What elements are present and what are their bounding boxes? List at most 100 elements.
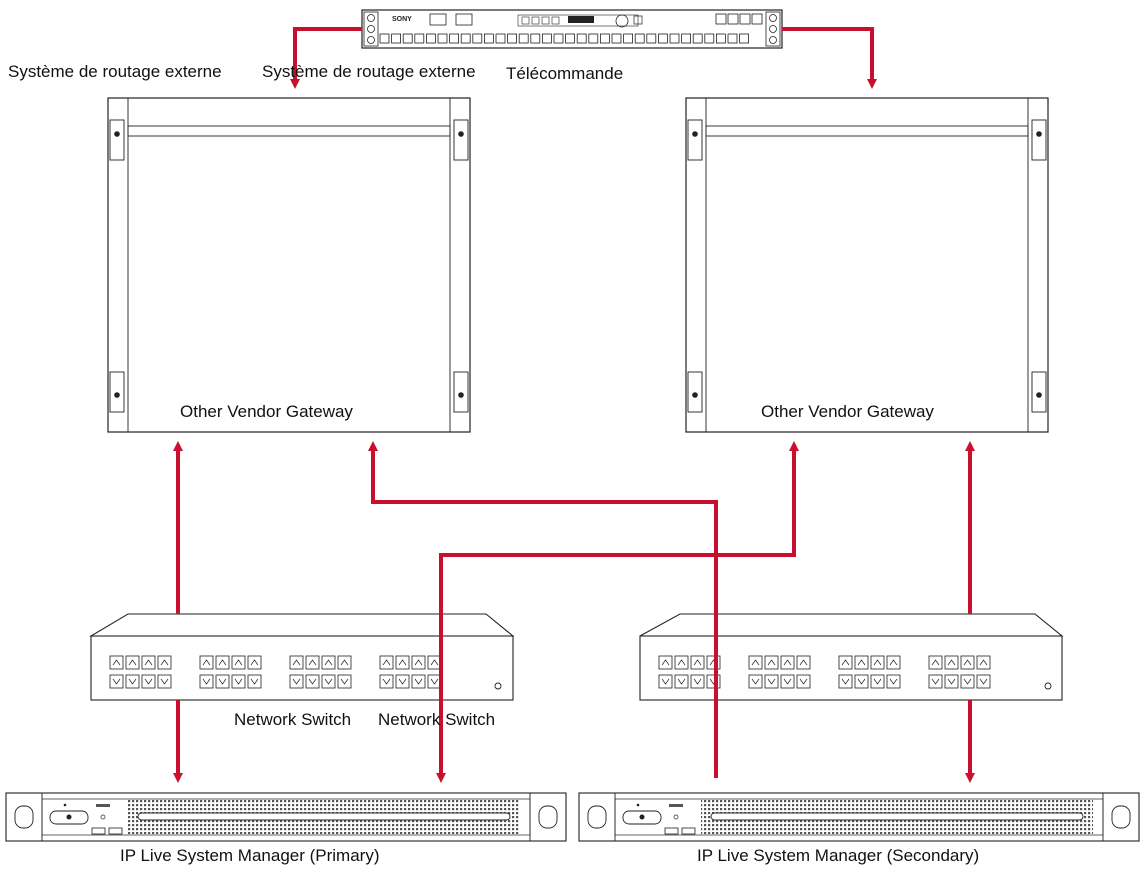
switch-port bbox=[231, 655, 246, 670]
switch-port bbox=[764, 655, 779, 670]
remote-key bbox=[472, 33, 483, 44]
switch-port bbox=[690, 655, 705, 670]
switch-port bbox=[157, 674, 172, 689]
switch-port bbox=[379, 674, 394, 689]
label-external-router-1: Système de routage externe bbox=[8, 62, 222, 81]
remote-key bbox=[634, 33, 645, 44]
remote-key bbox=[681, 33, 691, 44]
switch-port bbox=[706, 674, 721, 689]
switch-port bbox=[411, 655, 426, 670]
remote-key bbox=[495, 33, 506, 44]
remote-key bbox=[391, 33, 402, 44]
label-gateway-left: Other Vendor Gateway bbox=[180, 402, 353, 421]
remote-key bbox=[402, 33, 413, 44]
label-switch-left: Network Switch bbox=[234, 710, 352, 729]
remote-key bbox=[541, 16, 550, 25]
switch-port bbox=[247, 655, 262, 670]
switch-port bbox=[944, 674, 959, 689]
remote-key bbox=[646, 33, 657, 44]
remote-key bbox=[521, 16, 530, 25]
remote-key bbox=[530, 33, 541, 44]
switch-port bbox=[658, 655, 673, 670]
remote-key bbox=[507, 33, 518, 44]
switch-port bbox=[960, 674, 975, 689]
remote-key bbox=[588, 33, 599, 44]
switch-port bbox=[976, 674, 991, 689]
remote-key bbox=[751, 13, 763, 25]
switch-port bbox=[838, 674, 853, 689]
switch-port bbox=[976, 655, 991, 670]
system-manager-primary bbox=[5, 792, 567, 842]
switch-port bbox=[674, 655, 689, 670]
remote-key bbox=[379, 33, 390, 44]
remote-key bbox=[611, 33, 622, 44]
switch-port bbox=[870, 655, 885, 670]
switch-port bbox=[658, 674, 673, 689]
remote-key bbox=[704, 33, 715, 44]
network-switch-right bbox=[639, 613, 1064, 701]
switch-port bbox=[199, 674, 214, 689]
switch-port bbox=[928, 674, 943, 689]
remote-key bbox=[692, 33, 703, 44]
remote-key bbox=[658, 33, 668, 44]
switch-port bbox=[780, 655, 795, 670]
arrow-switch-right-to-gateway-left bbox=[368, 441, 718, 778]
label-manager-secondary: IP Live System Manager (Secondary) bbox=[697, 846, 980, 865]
switch-port bbox=[231, 674, 246, 689]
remote-key bbox=[727, 13, 739, 25]
switch-port bbox=[854, 674, 869, 689]
remote-key bbox=[531, 16, 540, 25]
remote-key bbox=[542, 33, 552, 44]
switch-port bbox=[199, 655, 214, 670]
switch-port bbox=[748, 655, 763, 670]
connection-arrows bbox=[173, 27, 975, 783]
switch-port bbox=[796, 674, 811, 689]
switch-port bbox=[141, 655, 156, 670]
switch-port bbox=[870, 674, 885, 689]
switch-port bbox=[305, 674, 320, 689]
switch-port bbox=[109, 674, 124, 689]
switch-port bbox=[289, 674, 304, 689]
switch-port bbox=[706, 655, 721, 670]
switch-port bbox=[838, 655, 853, 670]
switch-port bbox=[690, 674, 705, 689]
arrow-remote-to-gateway-right bbox=[782, 27, 877, 89]
label-switch-right: Network Switch bbox=[378, 710, 496, 729]
switch-port bbox=[886, 655, 901, 670]
switch-port bbox=[247, 674, 262, 689]
gateway-rack-right bbox=[685, 97, 1049, 433]
switch-port bbox=[125, 655, 140, 670]
remote-key bbox=[518, 33, 529, 44]
switch-port bbox=[305, 655, 320, 670]
remote-key bbox=[449, 33, 460, 44]
remote-key bbox=[551, 16, 560, 25]
switch-port bbox=[960, 655, 975, 670]
label-manager-primary: IP Live System Manager (Primary) bbox=[120, 846, 380, 865]
network-switch-left bbox=[88, 613, 515, 701]
remote-key bbox=[739, 13, 751, 25]
remote-key bbox=[623, 33, 633, 44]
switch-port bbox=[796, 655, 811, 670]
switch-port bbox=[379, 655, 394, 670]
switch-port bbox=[157, 655, 172, 670]
switch-port bbox=[215, 674, 230, 689]
remote-control-panel: SONY bbox=[361, 9, 783, 49]
remote-key bbox=[437, 33, 448, 44]
switch-port bbox=[321, 674, 336, 689]
switch-port bbox=[944, 655, 959, 670]
switch-port bbox=[886, 674, 901, 689]
switch-port bbox=[289, 655, 304, 670]
system-manager-secondary bbox=[578, 792, 1140, 842]
switch-port bbox=[125, 674, 140, 689]
switch-port bbox=[337, 674, 352, 689]
switch-port bbox=[321, 655, 336, 670]
switch-port bbox=[395, 674, 410, 689]
arrow-remote-to-gateway-left bbox=[290, 27, 362, 89]
remote-key bbox=[576, 33, 587, 44]
remote-key bbox=[414, 33, 425, 44]
switch-port bbox=[780, 674, 795, 689]
switch-port bbox=[928, 655, 943, 670]
switch-port bbox=[141, 674, 156, 689]
remote-key bbox=[716, 33, 726, 44]
